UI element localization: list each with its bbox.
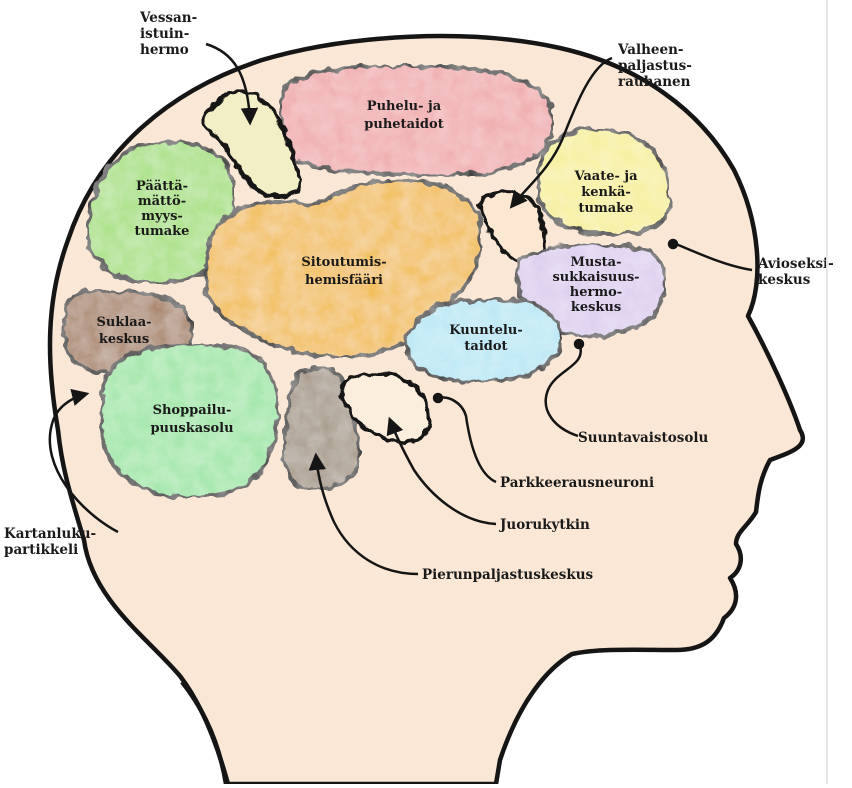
callout-label-avio-line: keskus xyxy=(758,272,811,288)
callout-label-juoru: Juorukytkin xyxy=(499,517,590,533)
region-label-vaate: Vaate- jakenkä-tumake xyxy=(573,169,638,216)
dot-parkkeeraus xyxy=(434,394,442,402)
region-label-paattamatto-line: Päättä- xyxy=(136,179,188,194)
dot-avio xyxy=(669,240,677,248)
callout-label-suunta: Suuntavaistosolu xyxy=(578,430,708,446)
region-label-paattamatto-line: mättö- xyxy=(138,194,186,209)
region-label-puhelu-line: Puhelu- ja xyxy=(367,99,442,114)
callout-label-valheen-line: Valheen- xyxy=(617,42,684,58)
callout-label-parkkeeraus: Parkkeerausneuroni xyxy=(500,475,654,491)
callout-label-vessan-line: hermo xyxy=(140,42,189,58)
callout-label-parkkeeraus-line: Parkkeerausneuroni xyxy=(500,475,654,491)
callout-label-avio-line: Avioseksi- xyxy=(757,256,834,272)
region-label-puhelu-line: puhetaidot xyxy=(364,117,443,132)
callout-label-kartan-line: partikkeli xyxy=(4,542,78,558)
callout-label-vessan: Vessan-istuin-hermo xyxy=(139,10,197,58)
region-label-musta-line: sukkaisuus- xyxy=(552,270,639,285)
callout-label-valheen: Valheen-paljastus-rauhanen xyxy=(617,42,692,90)
region-label-musta-line: hermo- xyxy=(570,285,622,300)
region-label-musta-line: Musta- xyxy=(571,255,622,270)
region-label-vaate-line: tumake xyxy=(579,201,634,216)
dot-suunta xyxy=(575,340,583,348)
region-label-paattamatto: Päättä-mättö-myys-tumake xyxy=(135,179,190,239)
region-label-suklaa-line: Suklaa- xyxy=(96,315,151,330)
region-label-sitoutumis-line: Sitoutumis- xyxy=(301,255,386,270)
callout-label-vessan-line: istuin- xyxy=(140,26,189,42)
region-label-kuuntelu-line: taidot xyxy=(464,339,507,354)
callout-label-vessan-line: Vessan- xyxy=(139,10,197,26)
right-border xyxy=(826,0,828,784)
callout-label-kartan-line: Kartanluku- xyxy=(4,526,96,542)
callout-label-avio: Avioseksi-keskus xyxy=(757,256,834,288)
region-label-shoppailu-line: puuskasolu xyxy=(150,421,233,436)
callout-label-pierun: Pierunpaljastuskeskus xyxy=(422,567,594,583)
callout-label-valheen-line: paljastus- xyxy=(618,58,692,74)
region-label-vaate-line: Vaate- ja xyxy=(573,169,638,184)
region-label-musta-line: keskus xyxy=(571,300,621,315)
region-label-kuuntelu-line: Kuuntelu- xyxy=(449,323,522,338)
callout-label-suunta-line: Suuntavaistosolu xyxy=(578,430,708,446)
region-label-shoppailu-line: Shoppailu- xyxy=(153,403,232,418)
callout-label-pierun-line: Pierunpaljastuskeskus xyxy=(422,567,594,583)
region-label-paattamatto-line: myys- xyxy=(141,209,183,224)
callout-label-valheen-line: rauhanen xyxy=(618,74,691,90)
region-label-suklaa-line: keskus xyxy=(99,332,149,347)
callout-label-juoru-line: Juorukytkin xyxy=(499,517,590,533)
region-label-paattamatto-line: tumake xyxy=(135,224,190,239)
region-label-vaate-line: kenkä- xyxy=(581,185,631,200)
region-label-sitoutumis-line: hemisfääri xyxy=(305,273,383,288)
